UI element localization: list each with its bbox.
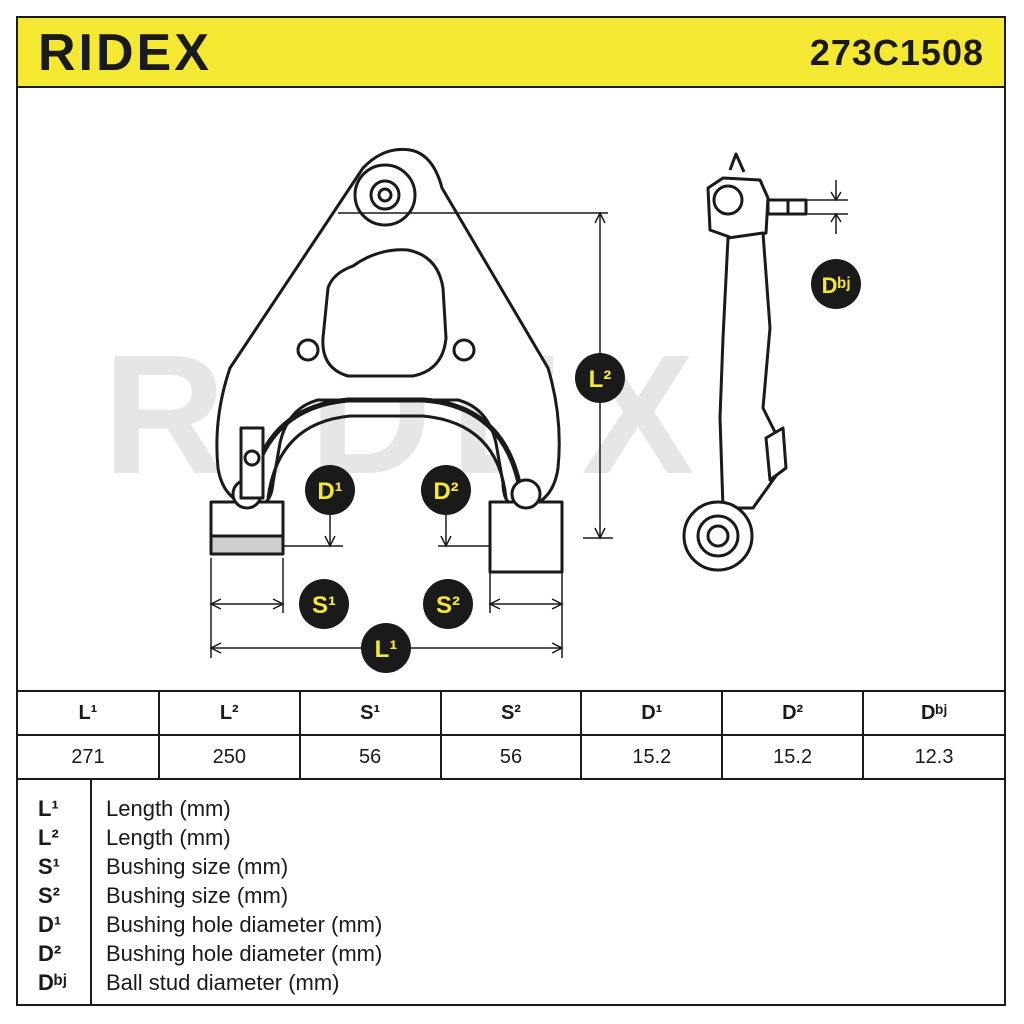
- legend-description: Length (mm): [106, 796, 231, 821]
- legend-item: L² Length (mm): [18, 823, 1004, 852]
- legend-symbol: L²: [38, 825, 59, 850]
- control-arm-front-view: [209, 147, 564, 574]
- dimension-badges: L² D¹ D² S¹ S²: [299, 259, 861, 673]
- legend: L¹ Length (mm) L² Length (mm) S¹ Bushing…: [18, 780, 1004, 1006]
- spec-value-l1: 271: [18, 735, 160, 778]
- svg-text:D²: D²: [433, 478, 458, 505]
- brand-logo: RIDEX: [38, 24, 212, 82]
- part-number: 273C1508: [809, 32, 984, 73]
- spec-value-s1: 56: [299, 735, 442, 778]
- spec-header-s2: S²: [440, 692, 583, 736]
- brand-text: RIDEX: [38, 24, 212, 82]
- legend-item: D¹ Bushing hole diameter (mm): [18, 910, 1004, 939]
- svg-text:D¹: D¹: [317, 478, 342, 505]
- spec-value-row: 271 250 56 56 15.2 15.2 12.3: [18, 735, 1004, 778]
- legend-item: S¹ Bushing size (mm): [18, 852, 1004, 881]
- legend-item: S² Bushing size (mm): [18, 881, 1004, 910]
- spec-header-dbj: Dᵇʲ: [863, 692, 1004, 736]
- badge-d1: D¹: [305, 465, 355, 515]
- spec-header-d2: D²: [722, 692, 865, 736]
- drawing-svg: RIDEX: [103, 147, 861, 673]
- badge-d2: D²: [421, 465, 471, 515]
- spec-value-d1: 15.2: [581, 735, 724, 778]
- spec-value-s2: 56: [440, 735, 583, 778]
- badge-l1: L¹: [361, 623, 411, 673]
- spec-value-d2: 15.2: [722, 735, 865, 778]
- badge-l2: L²: [575, 353, 625, 403]
- spec-table: L¹ L² S¹ S² D¹ D² Dᵇʲ 271 250 56 56 15.2…: [18, 692, 1004, 780]
- badge-dbj: Dᵇʲ: [811, 259, 861, 309]
- spec-sheet-frame: RIDEX 273C1508 RIDEX: [16, 16, 1006, 1006]
- legend-description: Ball stud diameter (mm): [106, 970, 340, 995]
- spec-header-l1: L¹: [18, 692, 160, 736]
- legend-symbol: L¹: [38, 796, 59, 821]
- svg-text:S²: S²: [436, 592, 460, 619]
- legend-description: Length (mm): [106, 825, 231, 850]
- legend-symbol: D¹: [38, 912, 62, 937]
- legend-description: Bushing size (mm): [106, 854, 289, 879]
- spec-header-d1: D¹: [581, 692, 724, 736]
- control-arm-side-view: [682, 152, 808, 572]
- legend-description: Bushing hole diameter (mm): [106, 912, 383, 937]
- spec-header-s1: S¹: [299, 692, 442, 736]
- technical-drawing: RIDEX: [18, 88, 1004, 692]
- legend-description: Bushing hole diameter (mm): [106, 941, 383, 966]
- spec-header-l2: L²: [158, 692, 301, 736]
- legend-item: Dᵇʲ Ball stud diameter (mm): [18, 968, 1004, 997]
- legend-description: Bushing size (mm): [106, 883, 289, 908]
- badge-s1: S¹: [299, 579, 349, 629]
- legend-symbol: Dᵇʲ: [38, 970, 67, 995]
- svg-text:L²: L²: [589, 366, 612, 393]
- spec-value-l2: 250: [158, 735, 301, 778]
- svg-text:S¹: S¹: [312, 592, 336, 619]
- svg-text:L¹: L¹: [375, 636, 398, 663]
- legend-symbol: S¹: [38, 854, 60, 879]
- legend-symbol: D²: [38, 941, 62, 966]
- spec-value-dbj: 12.3: [914, 745, 954, 768]
- spec-header-row: L¹ L² S¹ S² D¹ D² Dᵇʲ: [18, 692, 1004, 736]
- dimension-dbj: [806, 180, 848, 234]
- header-bar: RIDEX 273C1508: [18, 18, 1004, 88]
- svg-text:Dᵇʲ: Dᵇʲ: [822, 273, 851, 298]
- legend-item: L¹ Length (mm): [18, 794, 1004, 823]
- legend-symbol: S²: [38, 883, 60, 908]
- badge-s2: S²: [423, 579, 473, 629]
- legend-divider: [90, 780, 92, 1006]
- legend-item: D² Bushing hole diameter (mm): [18, 939, 1004, 968]
